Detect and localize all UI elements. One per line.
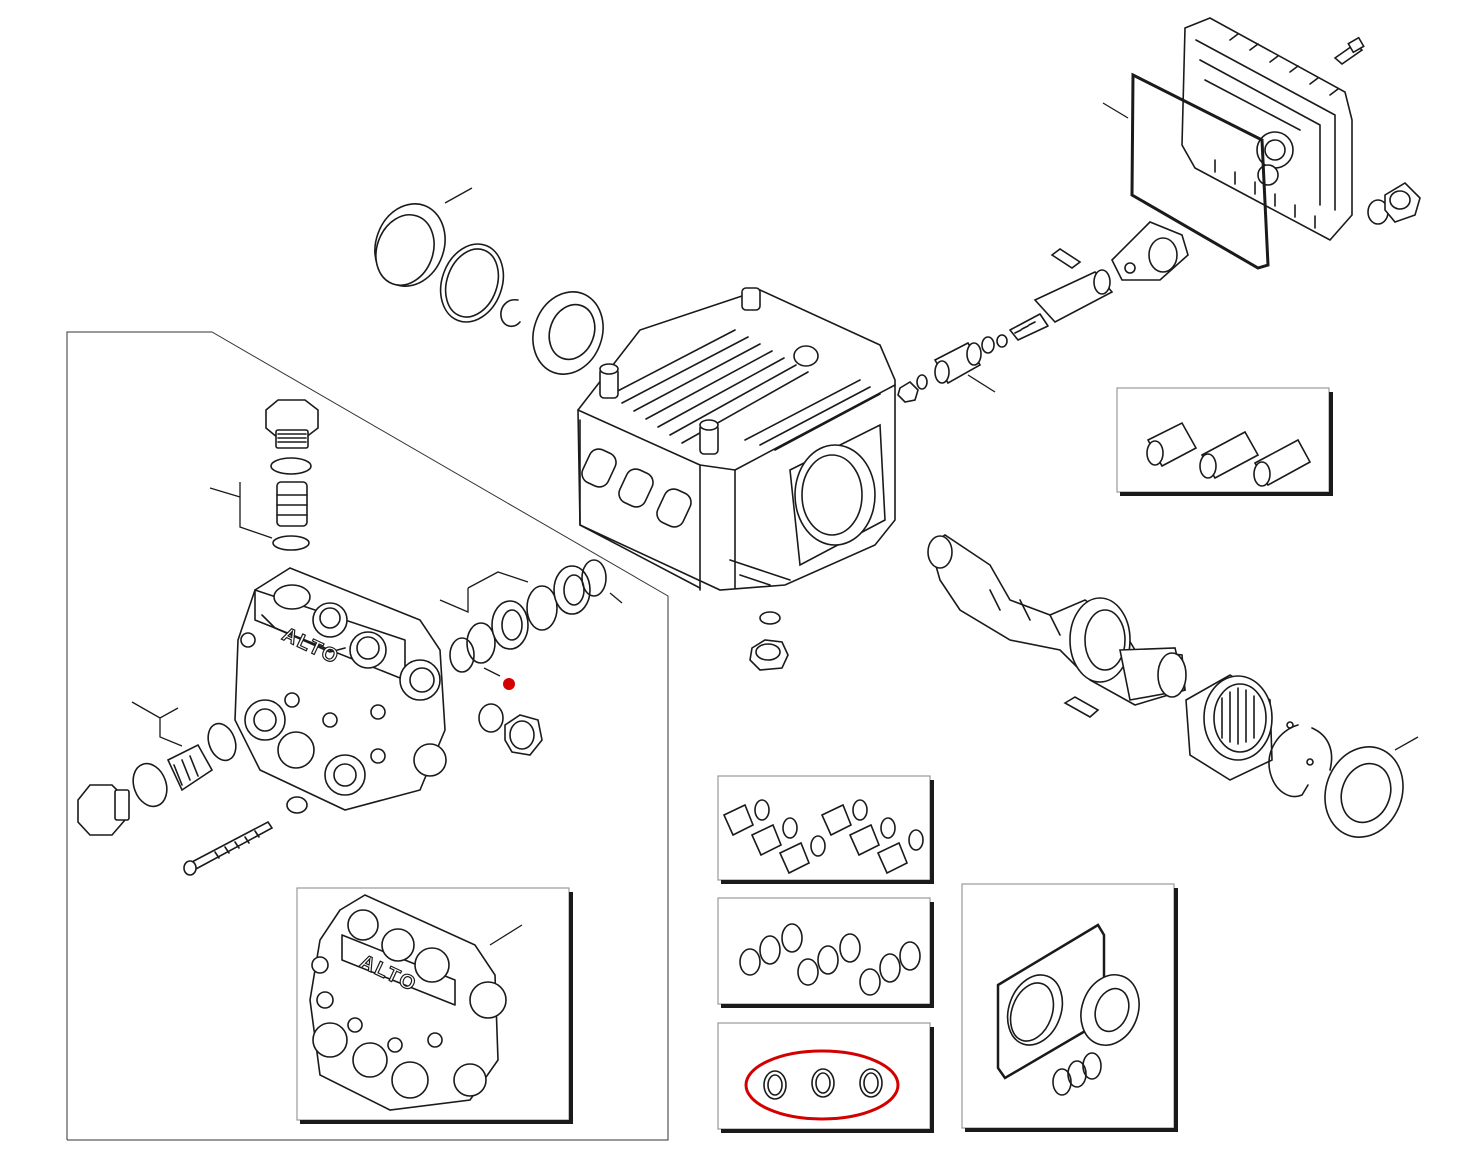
left-oring-1 <box>132 762 168 808</box>
leader-oil-seal <box>1394 736 1419 751</box>
inset-oring-kit <box>717 1022 934 1133</box>
cover-gasket <box>1130 72 1270 270</box>
valve-kit-right <box>820 799 924 875</box>
oil-plug-rear <box>1367 181 1421 225</box>
top-valve <box>276 481 308 527</box>
rear-cover <box>1181 17 1353 242</box>
ball-bearing <box>532 291 604 375</box>
retaining-ring <box>439 243 505 323</box>
highlight-ellipse <box>744 1049 900 1121</box>
bearing-cover <box>374 203 446 287</box>
bearing-circlip <box>1268 721 1333 798</box>
leader-seal-pack <box>439 571 529 613</box>
shaft-oil-seal-right <box>1324 746 1404 838</box>
seal-pack <box>449 559 607 673</box>
leader-inset-manifold <box>489 924 523 946</box>
leader-bearing-cover <box>444 187 473 204</box>
leader-top-valve <box>209 482 273 539</box>
inset-oil-seal-kit <box>961 883 1178 1132</box>
small-circlip <box>500 299 521 328</box>
left-oring-2 <box>207 722 237 762</box>
leader-left-valve <box>131 701 183 747</box>
piston-guide <box>1009 269 1114 341</box>
ceramic-plunger <box>933 341 982 385</box>
drain-plug <box>749 611 789 671</box>
left-plug <box>77 784 130 836</box>
inset-manifold-assembly: ALTO <box>296 887 573 1124</box>
plunger-washers <box>981 334 1008 354</box>
manifold-bolt <box>183 820 274 876</box>
wrist-pin <box>1050 248 1082 269</box>
manifold-head: ALTO <box>234 567 447 811</box>
roller-bearing <box>1185 674 1273 781</box>
manifold-top-plug <box>265 399 319 449</box>
connecting-rod <box>1111 221 1189 281</box>
top-oring-2 <box>272 535 310 551</box>
right-plug <box>504 714 543 756</box>
cover-screw <box>1333 36 1365 66</box>
valve-kit-left <box>722 799 826 875</box>
manifold-group-frame <box>66 331 669 1141</box>
leader-seal-right <box>609 592 623 604</box>
crankcase <box>577 287 896 591</box>
leader-gasket <box>1102 102 1129 119</box>
highlight-marker-dot <box>503 678 515 690</box>
right-oring <box>478 703 504 733</box>
left-valve <box>166 743 214 792</box>
plunger-nut <box>897 374 928 403</box>
crankshaft <box>927 534 1187 706</box>
inset-seal-kit <box>717 897 934 1008</box>
top-oring-1 <box>270 457 312 475</box>
leader-seal-lower <box>483 667 501 677</box>
shaft-key <box>1063 696 1100 718</box>
bolt-washer <box>286 796 308 814</box>
leader-plunger <box>967 374 996 393</box>
inset-plunger-kit <box>1116 387 1333 496</box>
inset-valve-kit <box>717 775 934 884</box>
